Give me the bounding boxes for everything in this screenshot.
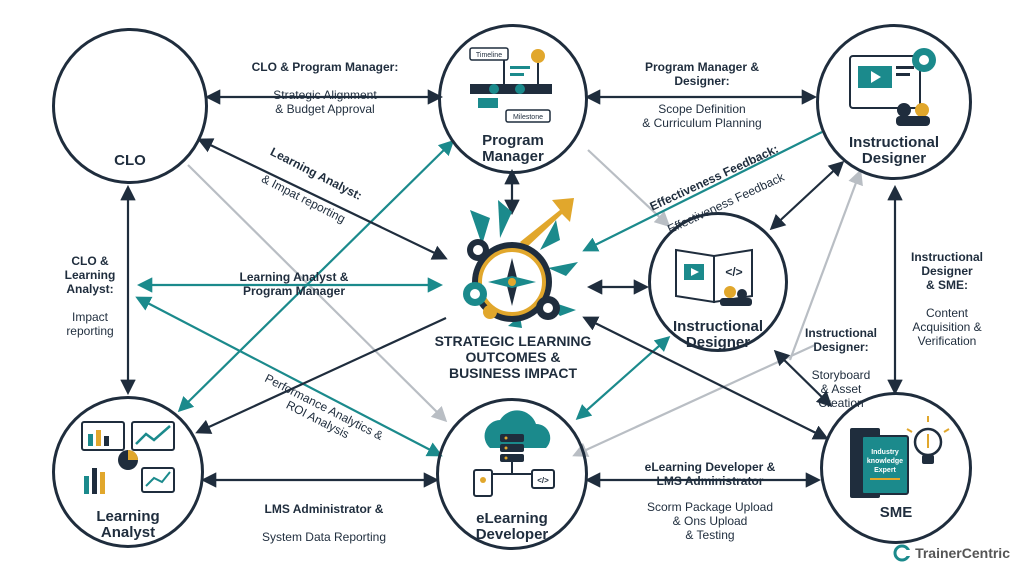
edge-label-clo-la: CLO & Learning Analyst: Impact reporting bbox=[58, 240, 122, 338]
edge-label-clo-pm-text: Strategic Alignment & Budget Approval bbox=[273, 88, 377, 116]
edge-label-clo-pm: CLO & Program Manager: Strategic Alignme… bbox=[232, 46, 418, 116]
edge-feedback-teal bbox=[582, 131, 823, 252]
node-elearning-developer: eLearning Developer bbox=[436, 398, 588, 550]
edge-la-eld-teal bbox=[135, 296, 443, 457]
edge-label-id-sme-bold: Instructional Designer & SME: bbox=[910, 250, 983, 292]
edge-label-id-sme-text: Content Acquisition & Verification bbox=[912, 306, 982, 348]
edge-center-la-diag bbox=[195, 317, 447, 434]
edge-id-id bbox=[769, 160, 845, 231]
edge-label-clo-la-bold: CLO & Learning Analyst: bbox=[64, 254, 116, 296]
edge-pm-id-gray bbox=[587, 149, 671, 228]
edge-clo-center bbox=[197, 138, 448, 260]
edge-sme-eld-gray bbox=[572, 344, 816, 457]
brand-name: TrainerCentric bbox=[915, 545, 1010, 561]
center-title: STRATEGIC LEARNING OUTCOMES & BUSINESS I… bbox=[434, 333, 592, 381]
node-elearning-developer-label: eLearning Developer bbox=[475, 510, 549, 543]
edge-label-id-story-bold: Instructional Designer: bbox=[804, 326, 877, 354]
node-program-manager: Program Manager bbox=[438, 24, 588, 174]
node-instructional-designer-mid: Instructional Designer bbox=[648, 212, 788, 352]
edge-label-pm-id-text: Scope Definition & Curriculum Planning bbox=[642, 102, 762, 130]
edge-label-lms-bold: LMS Administrator & bbox=[264, 502, 384, 516]
node-learning-analyst: Learning Analyst bbox=[52, 396, 204, 548]
edge-label-la-pm-bold: Learning Analyst & Program Manager bbox=[239, 270, 349, 298]
edge-label-eld-lms-bold: eLearning Developer & LMS Administrator bbox=[644, 460, 776, 488]
edge-label-eld-lms: eLearning Developer & LMS Administrator bbox=[612, 446, 808, 502]
edge-label-lms-text: System Data Reporting bbox=[261, 530, 387, 544]
edge-center-sme bbox=[582, 316, 829, 440]
edge-label-clo-la-text: Impact reporting bbox=[66, 310, 114, 338]
edge-label-la-pm: Learning Analyst & Program Manager bbox=[226, 256, 362, 312]
node-instructional-designer-mid-label: Instructional Designer bbox=[672, 318, 763, 351]
node-learning-analyst-label: Learning Analyst bbox=[96, 508, 160, 541]
node-instructional-designer-top-label: Instructional Designer bbox=[848, 134, 939, 167]
edge-label-pm-id-bold: Program Manager & Designer: bbox=[644, 60, 760, 88]
node-clo-label: CLO bbox=[114, 152, 146, 169]
edge-label-clo-pm-bold: CLO & Program Manager: bbox=[251, 60, 399, 74]
edge-label-pm-id: Program Manager & Designer: Scope Defini… bbox=[612, 46, 792, 130]
edge-id-sme-short bbox=[773, 349, 833, 408]
center-compass-icon bbox=[463, 198, 578, 328]
node-sme-label: SME bbox=[879, 504, 913, 521]
node-program-manager-label: Program Manager bbox=[482, 132, 544, 165]
brand-logo: TrainerCentric bbox=[893, 544, 1010, 562]
node-clo: CLO bbox=[52, 28, 208, 184]
edge-label-lms: LMS Administrator & System Data Reportin… bbox=[234, 488, 414, 544]
edge-label-eld-lms-detail: Scorm Package Upload & Ons Upload & Test… bbox=[612, 486, 808, 542]
navy-connectors bbox=[120, 89, 903, 488]
brand-mark-icon bbox=[893, 544, 912, 562]
node-instructional-designer-top: Instructional Designer bbox=[816, 24, 972, 180]
node-sme: SME bbox=[820, 392, 972, 544]
edge-label-id-story-text: Storyboard & Asset Creation bbox=[811, 368, 871, 410]
edge-label-id-sme: Instructional Designer & SME: Content Ac… bbox=[900, 236, 994, 348]
edge-label-id-story: Instructional Designer: Storyboard & Ass… bbox=[796, 312, 886, 410]
edge-label-eld-lms-text: Scorm Package Upload & Ons Upload & Test… bbox=[646, 500, 774, 542]
